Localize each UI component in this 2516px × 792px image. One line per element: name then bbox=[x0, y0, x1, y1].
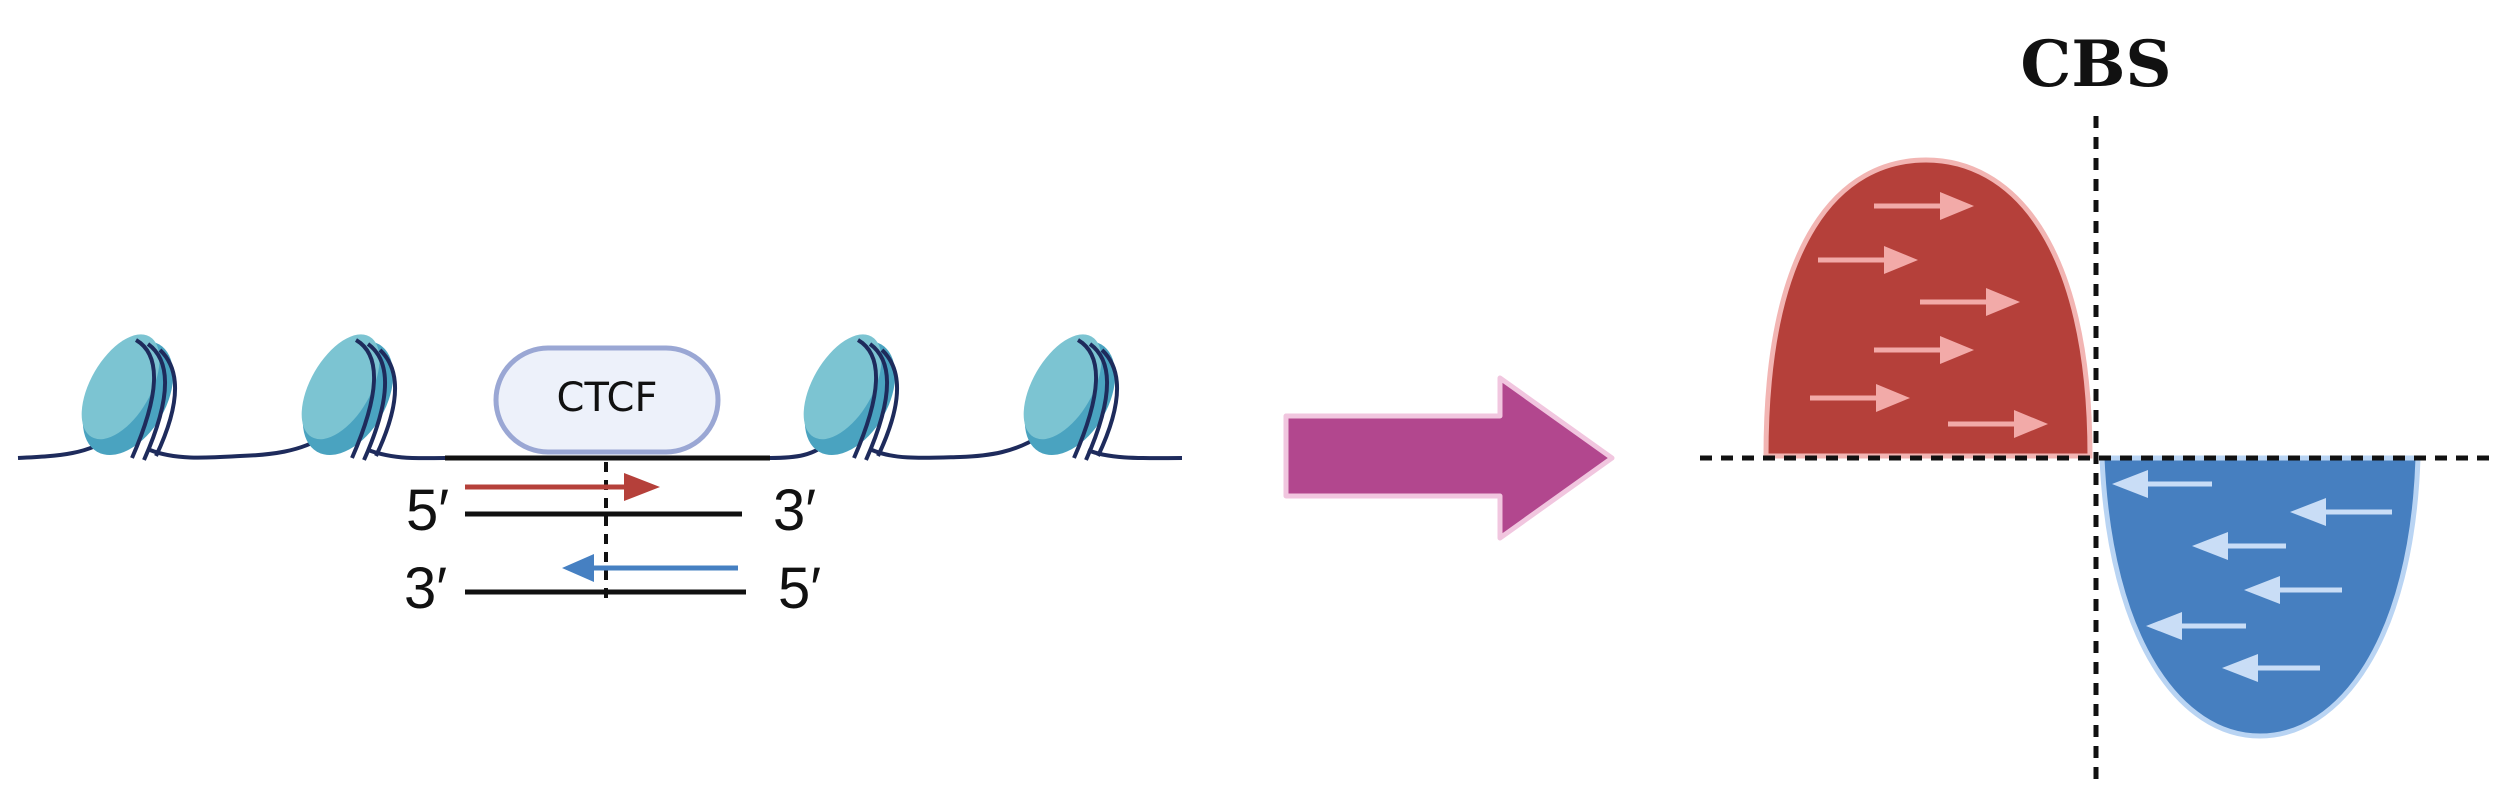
arrow-right-icon bbox=[1283, 375, 1615, 541]
ctcf-protein: CTCF bbox=[493, 345, 721, 455]
arrow-left-icon bbox=[2146, 612, 2246, 640]
arrow-right-icon bbox=[1810, 384, 1910, 412]
nucleosome-icon bbox=[1004, 319, 1136, 473]
arrow-right-icon bbox=[1874, 336, 1974, 364]
bottom-strand-right-label: 5′ bbox=[778, 556, 821, 621]
top-strand-right-label: 3′ bbox=[773, 478, 816, 543]
arrow-right-icon bbox=[1874, 192, 1974, 220]
arrow-right-icon bbox=[465, 473, 660, 501]
bottom-strand-left-label: 3′ bbox=[404, 556, 447, 621]
arrow-left-icon bbox=[562, 554, 738, 582]
ctcf-label: CTCF bbox=[557, 375, 658, 421]
reverse-motif: 3′ 5′ bbox=[404, 554, 821, 621]
arrow-left-icon bbox=[2222, 654, 2320, 682]
arrow-left-icon bbox=[2192, 532, 2286, 560]
reverse-arrows bbox=[2112, 470, 2392, 682]
nucleosome-icon bbox=[784, 319, 916, 473]
arrow-left-icon bbox=[2244, 576, 2342, 604]
arrow-left-icon bbox=[2112, 470, 2212, 498]
reverse-orientation-lobe bbox=[2099, 455, 2421, 739]
chromatin-panel: CTCF 5′ 3′ 3′ 5′ bbox=[17, 319, 1183, 621]
arrow-right-icon bbox=[1818, 246, 1918, 274]
arrow-right-icon bbox=[1920, 288, 2020, 316]
forward-motif: 5′ 3′ bbox=[406, 473, 816, 543]
cbs-label: CBS bbox=[2020, 27, 2171, 102]
forward-orientation-lobe bbox=[1763, 157, 2093, 459]
arrow-left-icon bbox=[2290, 498, 2392, 526]
cbs-profile-panel: CBS bbox=[1700, 27, 2496, 784]
forward-arrows bbox=[1810, 192, 2048, 438]
chromatin-fiber bbox=[17, 434, 1183, 461]
nucleosome-icon bbox=[62, 319, 194, 473]
top-strand-left-label: 5′ bbox=[406, 478, 449, 543]
arrow-right-icon bbox=[1948, 410, 2048, 438]
